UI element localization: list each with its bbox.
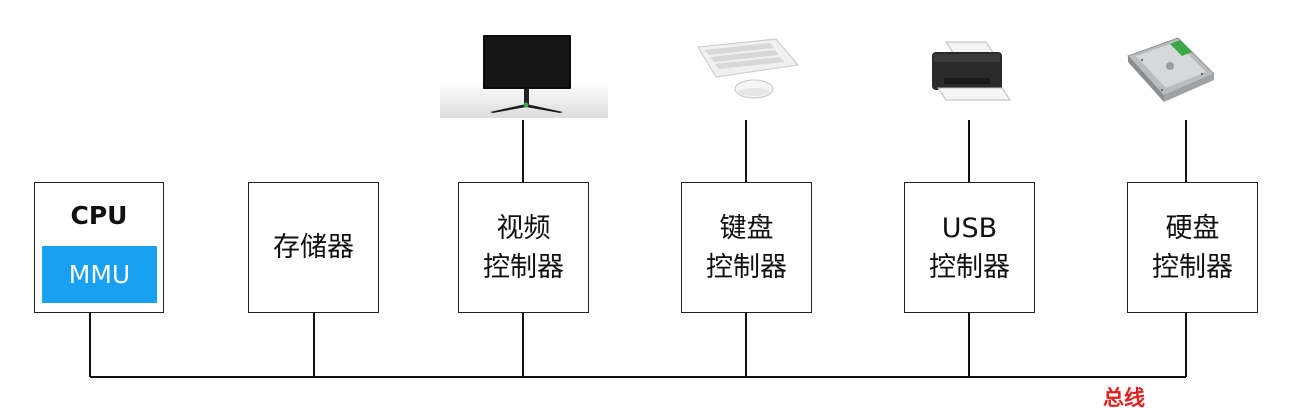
system-bus-diagram: CPU MMU 存储器 视频 控制器 键盘 控制器 USB 控制器 硬盘 控制器 [34,35,1258,410]
disk-controller-box: 硬盘 控制器 [1127,182,1258,313]
bus-label: 总线 [1103,386,1145,410]
keyboard-controller-label: 键盘 控制器 [706,212,787,283]
memory-box: 存储器 [248,182,379,313]
printer-icon [932,41,1011,101]
mmu-box: MMU [42,246,157,303]
memory-label: 存储器 [273,232,354,263]
disk-controller-label: 硬盘 控制器 [1152,212,1233,283]
usb-controller-label: USB 控制器 [929,212,1010,283]
video-controller-label: 视频 控制器 [483,212,564,283]
keyboard-controller-box: 键盘 控制器 [681,182,812,313]
bus-wires [89,120,1187,378]
cpu-box: CPU MMU [34,182,164,313]
mmu-label: MMU [68,260,131,289]
hard-disk-icon [1127,37,1215,102]
keyboard-mouse-icon [697,38,799,99]
monitor-icon [440,35,608,118]
cpu-title: CPU [70,201,128,230]
video-controller-box: 视频 控制器 [458,182,589,313]
usb-controller-box: USB 控制器 [904,182,1035,313]
